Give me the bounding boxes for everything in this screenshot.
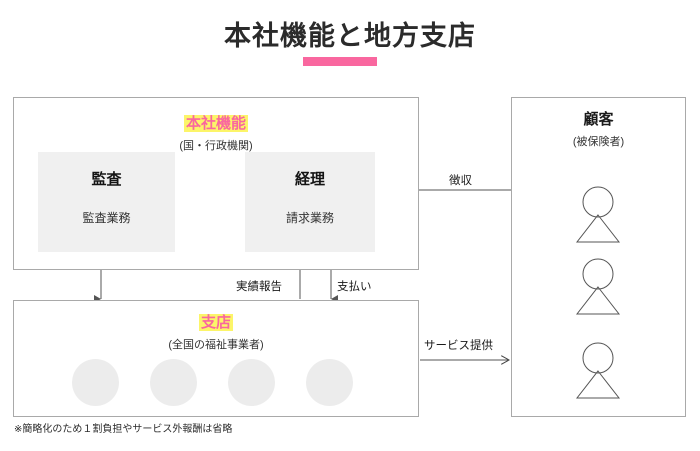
person-icon: [575, 342, 621, 399]
branch-unit-icon: [150, 359, 197, 406]
hq-title: 本社機能: [183, 115, 248, 132]
branch-heading: 支店 (全国の福祉事業者): [14, 311, 418, 352]
department-audit-role: 監査業務: [82, 211, 131, 225]
branch-subtitle: (全国の福祉事業者): [168, 339, 264, 351]
customer-box: 顧客 (被保険者): [511, 97, 686, 417]
title-underline-bar: [303, 57, 377, 66]
connector-label-service: サービス提供: [424, 340, 493, 352]
hq-heading: 本社機能 (国・行政機関): [14, 112, 418, 153]
branch-box: 支店 (全国の福祉事業者): [13, 300, 419, 417]
connector-label-collection: 徴収: [449, 175, 472, 187]
connector-label-report: 実績報告: [236, 281, 282, 293]
branch-unit-icon: [306, 359, 353, 406]
footnote: ※簡略化のため１割負担やサービス外報酬は省略: [14, 424, 233, 435]
hq-subtitle: (国・行政機関): [179, 140, 253, 152]
department-audit: 監査 監査業務: [38, 152, 175, 252]
customer-heading: 顧客 (被保険者): [512, 108, 685, 149]
person-icon: [575, 186, 621, 243]
department-accounting-name: 経理: [294, 171, 325, 188]
branch-title: 支店: [198, 314, 233, 331]
branch-unit-icon: [72, 359, 119, 406]
page-title: 本社機能と地方支店: [224, 21, 476, 51]
branch-unit-icon: [228, 359, 275, 406]
customer-subtitle: (被保険者): [572, 136, 625, 148]
customer-title: 顧客: [583, 111, 614, 128]
department-audit-name: 監査: [91, 171, 122, 188]
person-icon: [575, 258, 621, 315]
department-accounting-role: 請求業務: [285, 211, 334, 225]
department-accounting: 経理 請求業務: [245, 152, 375, 252]
connector-label-payment: 支払い: [337, 281, 372, 293]
